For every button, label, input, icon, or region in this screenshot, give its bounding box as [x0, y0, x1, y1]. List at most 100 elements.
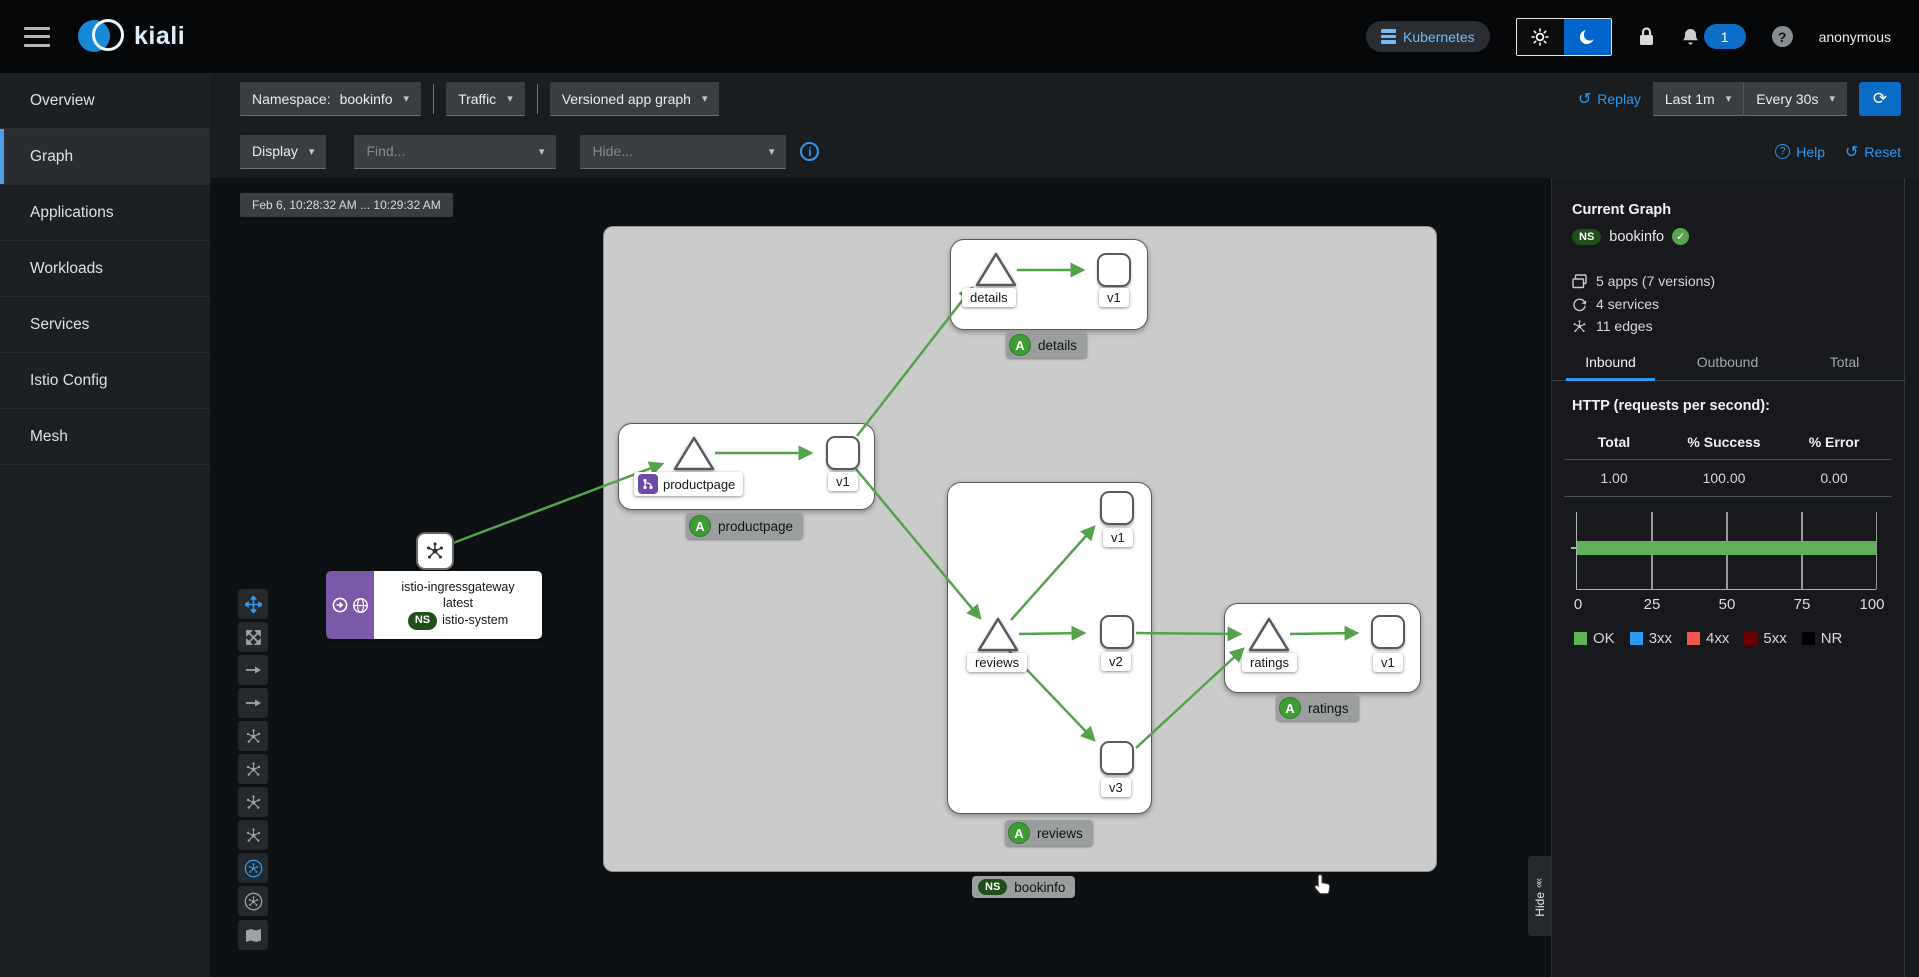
graph-help-link[interactable]: ? Help — [1775, 144, 1825, 160]
ratings-app-badge[interactable]: A ratings — [1276, 695, 1359, 721]
http-rate-table: Total % Success % Error 1.00 100.00 0.00 — [1564, 426, 1892, 497]
graph-arrow-button[interactable] — [238, 688, 268, 718]
hide-text-field[interactable] — [592, 143, 767, 159]
theme-toggle[interactable] — [1515, 17, 1612, 56]
cluster-icon — [1381, 29, 1396, 44]
sidebar-item-workloads[interactable]: Workloads — [0, 241, 210, 297]
hide-input[interactable]: ▾ — [580, 134, 787, 169]
tab-outbound[interactable]: Outbound — [1696, 353, 1759, 370]
chart-legend: OK 3xx 4xx 5xx NR — [1574, 630, 1842, 647]
istio-ingressgateway-label[interactable]: istio-ingressgateway latest NS istio-sys… — [326, 571, 542, 639]
refresh-button[interactable]: ⟳ — [1859, 82, 1901, 116]
username[interactable]: anonymous — [1818, 28, 1891, 45]
info-icon[interactable]: i — [800, 142, 820, 161]
istio-ingressgateway-node[interactable] — [416, 532, 454, 570]
tab-inbound[interactable]: Inbound — [1552, 343, 1669, 381]
light-theme-button[interactable] — [1516, 18, 1564, 55]
traffic-dropdown[interactable]: Traffic ▾ — [446, 82, 525, 116]
panel-content: Current Graph NS bookinfo ✓ 5 apps (7 ve… — [1552, 178, 1905, 977]
reviews-v1-node[interactable] — [1100, 491, 1134, 525]
ratings-v1-node[interactable] — [1371, 615, 1405, 649]
legend-item-nr: NR — [1801, 630, 1842, 647]
find-input[interactable]: ▾ — [354, 134, 557, 169]
refresh-interval-dropdown[interactable]: Every 30s ▾ — [1744, 82, 1847, 116]
graph-fit-button[interactable] — [238, 622, 268, 652]
productpage-node-label: productpage — [634, 472, 744, 496]
help-menu-button[interactable]: ? — [1771, 26, 1793, 47]
x-tick-label: 50 — [1718, 596, 1736, 613]
sidebar-item-mesh[interactable]: Mesh — [0, 409, 210, 465]
ingress-arrow-icon — [332, 597, 347, 613]
details-v1-node[interactable] — [1097, 253, 1131, 287]
display-dropdown[interactable]: Display ▾ — [240, 134, 327, 169]
reviews-app-badge[interactable]: A reviews — [1005, 820, 1093, 846]
graph-hide-zoom-button[interactable] — [238, 655, 268, 685]
reviews-node-label: reviews — [967, 653, 1028, 672]
reset-icon: ↺ — [1845, 143, 1859, 161]
chevron-down-icon: ▾ — [701, 93, 708, 105]
mouse-cursor — [1314, 874, 1331, 895]
sidebar-item-istio-config[interactable]: Istio Config — [0, 353, 210, 409]
graph-layout3-button[interactable] — [238, 787, 268, 817]
panel-title: Current Graph — [1572, 202, 1672, 218]
notifications-button[interactable]: 1 — [1681, 24, 1746, 49]
help-circle-icon: ? — [1775, 144, 1791, 159]
duration-dropdown[interactable]: Last 1m ▾ — [1652, 82, 1745, 116]
reviews-v1-label: v1 — [1103, 528, 1133, 547]
x-axis-labels: 0 25 50 75 100 — [1574, 596, 1885, 616]
productpage-v1-node[interactable] — [826, 436, 860, 470]
bell-icon — [1682, 28, 1698, 44]
chevron-down-icon: ▾ — [403, 93, 410, 105]
tab-total[interactable]: Total — [1829, 353, 1860, 370]
chevron-down-icon: ▾ — [1725, 93, 1732, 105]
applications-icon — [1572, 273, 1587, 288]
lock-button[interactable] — [1638, 26, 1655, 47]
reviews-v3-node[interactable] — [1100, 741, 1134, 775]
ns-icon: NS — [407, 612, 438, 630]
move-icon — [244, 595, 262, 613]
legend-swatch — [1744, 632, 1758, 645]
topology-icon — [246, 761, 260, 776]
replay-button[interactable]: ↺ Replay — [1577, 91, 1641, 108]
lock-icon — [1639, 27, 1653, 45]
kubernetes-cluster-badge[interactable]: Kubernetes — [1366, 21, 1490, 52]
brand-text: kiali — [134, 22, 186, 50]
graph-namespace-layout2-button[interactable] — [238, 886, 268, 916]
sidebar-item-services[interactable]: Services — [0, 297, 210, 353]
graph-type-dropdown[interactable]: Versioned app graph ▾ — [549, 82, 720, 116]
reviews-service-node[interactable] — [976, 615, 1020, 654]
graph-canvas[interactable]: Feb 6, 10:28:32 AM ... 10:29:32 AM — [210, 178, 1551, 977]
dark-theme-button[interactable] — [1563, 18, 1611, 55]
find-text-field[interactable] — [366, 143, 537, 159]
sidebar-item-applications[interactable]: Applications — [0, 185, 210, 241]
sidebar-item-graph[interactable]: Graph — [0, 129, 210, 185]
ratings-node-label: ratings — [1242, 653, 1298, 672]
hide-panel-tab[interactable]: »» Hide — [1528, 856, 1551, 936]
details-service-node[interactable] — [974, 250, 1018, 289]
topology-icon — [246, 827, 260, 842]
details-node-label: details — [962, 288, 1016, 307]
kiali-brand[interactable]: kiali — [78, 18, 186, 54]
namespace-dropdown[interactable]: Namespace: bookinfo ▾ — [240, 82, 422, 116]
graph-namespace-layout1-button[interactable] — [238, 853, 268, 883]
namespace-badge[interactable]: NS bookinfo — [972, 876, 1076, 898]
ratings-service-node[interactable] — [1247, 615, 1291, 654]
panel-namespace-row: NS bookinfo ✓ — [1572, 228, 1690, 245]
graph-minimap-button[interactable] — [238, 920, 268, 950]
notification-count-badge[interactable]: 1 — [1703, 24, 1746, 49]
graph-layout4-button[interactable] — [238, 820, 268, 850]
productpage-service-node[interactable] — [672, 434, 716, 473]
productpage-app-badge[interactable]: A productpage — [686, 513, 804, 539]
hamburger-menu-icon[interactable] — [24, 26, 50, 47]
gridline — [1875, 512, 1877, 589]
graph-layout2-button[interactable] — [238, 754, 268, 784]
legend-item-4xx: 4xx — [1687, 630, 1729, 647]
sidebar-item-overview[interactable]: Overview — [0, 73, 210, 129]
details-app-badge[interactable]: A details — [1006, 332, 1088, 358]
masthead: kiali Kubernetes — [0, 0, 1919, 73]
graph-layout1-button[interactable] — [238, 721, 268, 751]
graph-pan-button[interactable] — [238, 589, 268, 619]
panel-namespace[interactable]: bookinfo — [1609, 228, 1665, 245]
graph-reset-link[interactable]: ↺ Reset — [1845, 143, 1901, 161]
reviews-v2-node[interactable] — [1100, 615, 1134, 649]
